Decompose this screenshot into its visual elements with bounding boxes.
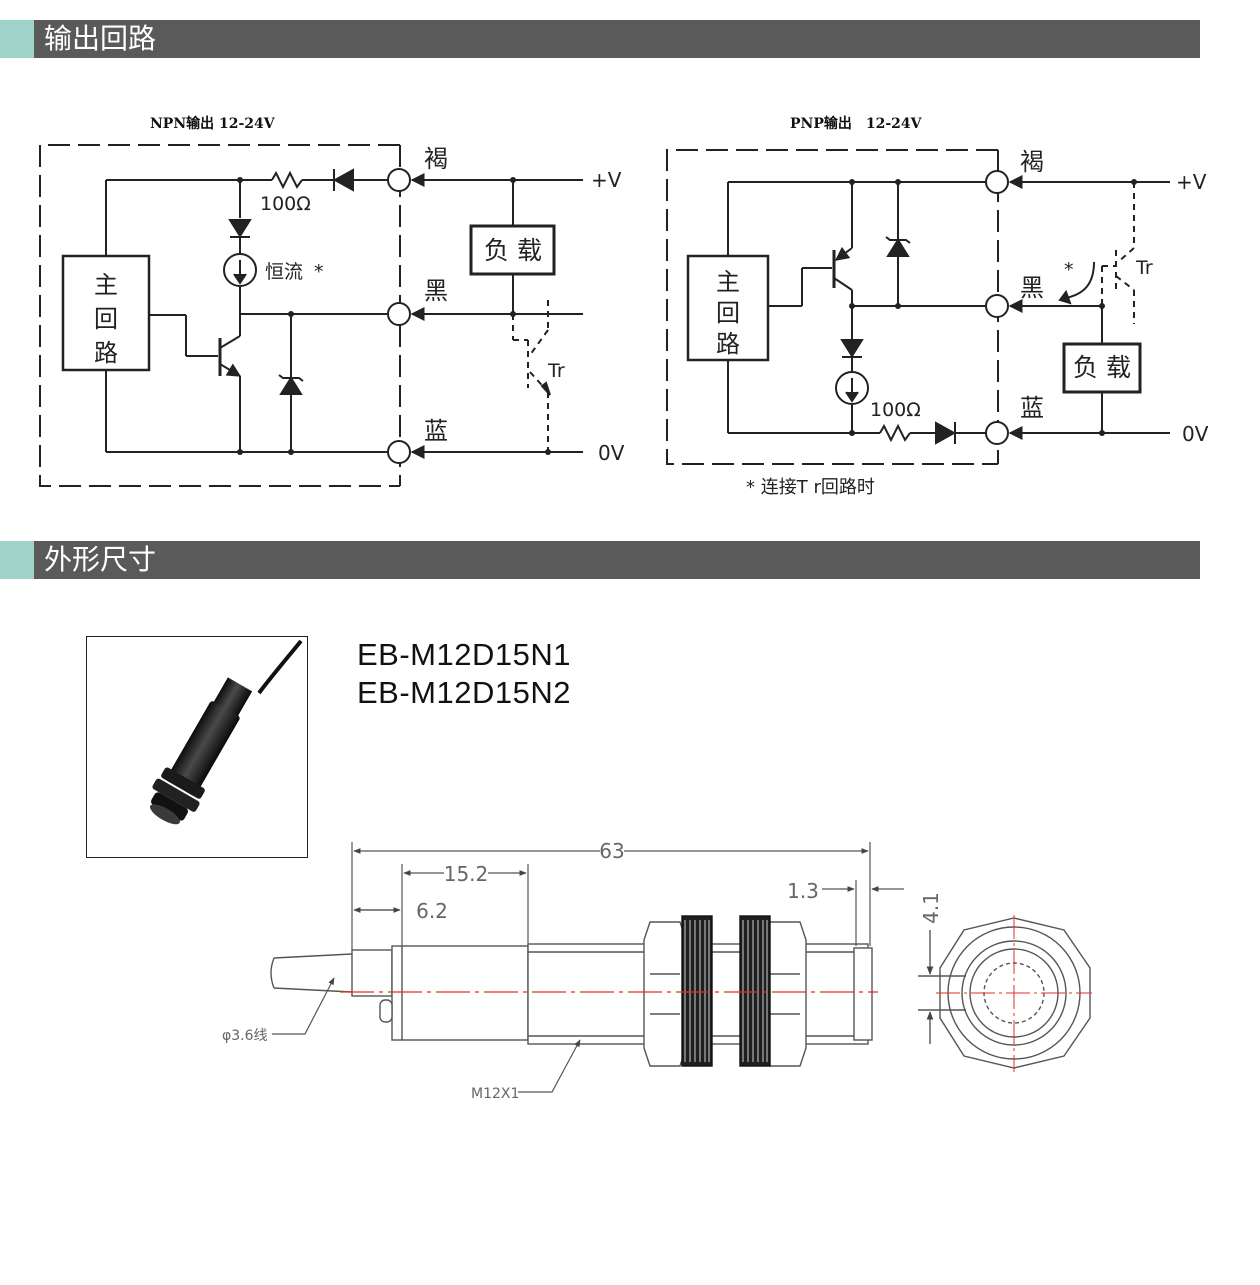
pnp-black-label: 黑 bbox=[1020, 274, 1044, 302]
npn-main-label-3: 路 bbox=[94, 339, 118, 367]
sensor-front-view bbox=[918, 915, 1092, 1072]
section-title: 输出回路 bbox=[44, 22, 157, 55]
pnp-diode bbox=[935, 421, 957, 445]
section-bar-fill bbox=[34, 541, 1200, 579]
npn-resistor-label: 100Ω bbox=[260, 193, 311, 215]
dim-thread: M12X1 bbox=[471, 1086, 519, 1102]
section-header-dimensions: 外形尺寸 bbox=[0, 541, 1200, 579]
dimension-drawing: 63 15.2 6.2 1.3 4.1 φ3.6线 M12X1 bbox=[222, 839, 1092, 1102]
pnp-plus-v-label: +V bbox=[1176, 170, 1207, 194]
dim-4-1: 4.1 bbox=[919, 892, 943, 924]
npn-resistor bbox=[271, 170, 303, 190]
dim-overall: 63 bbox=[599, 839, 624, 863]
npn-brown-label: 褐 bbox=[424, 145, 448, 173]
section-title: 外形尺寸 bbox=[44, 543, 157, 576]
pnp-main-label-1: 主 bbox=[716, 268, 740, 296]
pnp-curved-arrow bbox=[1065, 261, 1095, 299]
model-name-1: EB-M12D15N1 bbox=[357, 637, 571, 672]
pnp-zero-v-label: 0V bbox=[1182, 422, 1209, 446]
npn-main-label-1: 主 bbox=[94, 271, 118, 299]
section-accent bbox=[0, 20, 34, 58]
model-name-2: EB-M12D15N2 bbox=[357, 675, 571, 710]
npn-tr-transistor bbox=[512, 300, 549, 452]
section-accent bbox=[0, 541, 34, 579]
pnp-brown-label: 褐 bbox=[1020, 148, 1044, 176]
pnp-note: * 连接T r回路时 bbox=[746, 477, 875, 498]
npn-title: NPN输出 12-24V bbox=[150, 115, 276, 132]
npn-asterisk: * bbox=[314, 261, 324, 283]
npn-diode bbox=[332, 168, 354, 192]
npn-tr-label: Tr bbox=[547, 360, 565, 382]
pnp-asterisk: * bbox=[1064, 259, 1074, 281]
dim-cable: φ3.6线 bbox=[222, 1028, 268, 1044]
pnp-blue-label: 蓝 bbox=[1020, 394, 1044, 422]
pnp-enclosure bbox=[666, 149, 998, 465]
product-photo bbox=[86, 636, 308, 858]
sensor-photo-illustration bbox=[149, 639, 303, 825]
dim-15-2: 15.2 bbox=[444, 862, 489, 886]
dimension-labels: 63 15.2 6.2 1.3 4.1 φ3.6线 M12X1 bbox=[222, 839, 943, 1102]
npn-enclosure bbox=[39, 144, 400, 487]
npn-load-label: 负 载 bbox=[484, 236, 542, 265]
pnp-title: PNP输出 12-24V bbox=[790, 115, 923, 132]
npn-current-label: 恒流 bbox=[265, 261, 303, 283]
pnp-circuit: PNP输出 12-24V bbox=[666, 115, 1170, 465]
npn-blue-label: 蓝 bbox=[424, 417, 448, 445]
pnp-tr-transistor bbox=[1101, 182, 1135, 324]
pnp-load-label: 负 载 bbox=[1073, 353, 1131, 382]
dim-6-2: 6.2 bbox=[416, 899, 448, 923]
dim-1-3: 1.3 bbox=[787, 879, 819, 903]
circuit-diagrams: NPN输出 12-24V bbox=[39, 115, 1209, 498]
npn-main-label-2: 回 bbox=[94, 305, 118, 333]
pnp-resistor bbox=[879, 423, 911, 443]
npn-circuit: NPN输出 12-24V bbox=[39, 115, 583, 487]
section-bar-fill bbox=[34, 20, 1200, 58]
npn-labels: 主 回 路 100Ω 恒流 * 褐 黑 蓝 +V 0V 负 载 Tr bbox=[94, 145, 625, 465]
section-header-output-circuit: 输出回路 bbox=[0, 20, 1200, 58]
pnp-tr-label: Tr bbox=[1135, 257, 1153, 279]
npn-black-label: 黑 bbox=[424, 277, 448, 305]
npn-plus-v-label: +V bbox=[591, 168, 622, 192]
npn-zero-v-label: 0V bbox=[598, 441, 625, 465]
pnp-main-label-2: 回 bbox=[716, 299, 740, 327]
pnp-resistor-label: 100Ω bbox=[870, 399, 921, 421]
pnp-labels: 主 回 路 100Ω 褐 黑 蓝 +V 0V 负 载 Tr * * 连接T r回… bbox=[716, 148, 1209, 498]
dimension-lines bbox=[272, 842, 904, 1093]
sensor-side-view bbox=[270, 915, 873, 1067]
pnp-main-label-3: 路 bbox=[716, 330, 740, 358]
